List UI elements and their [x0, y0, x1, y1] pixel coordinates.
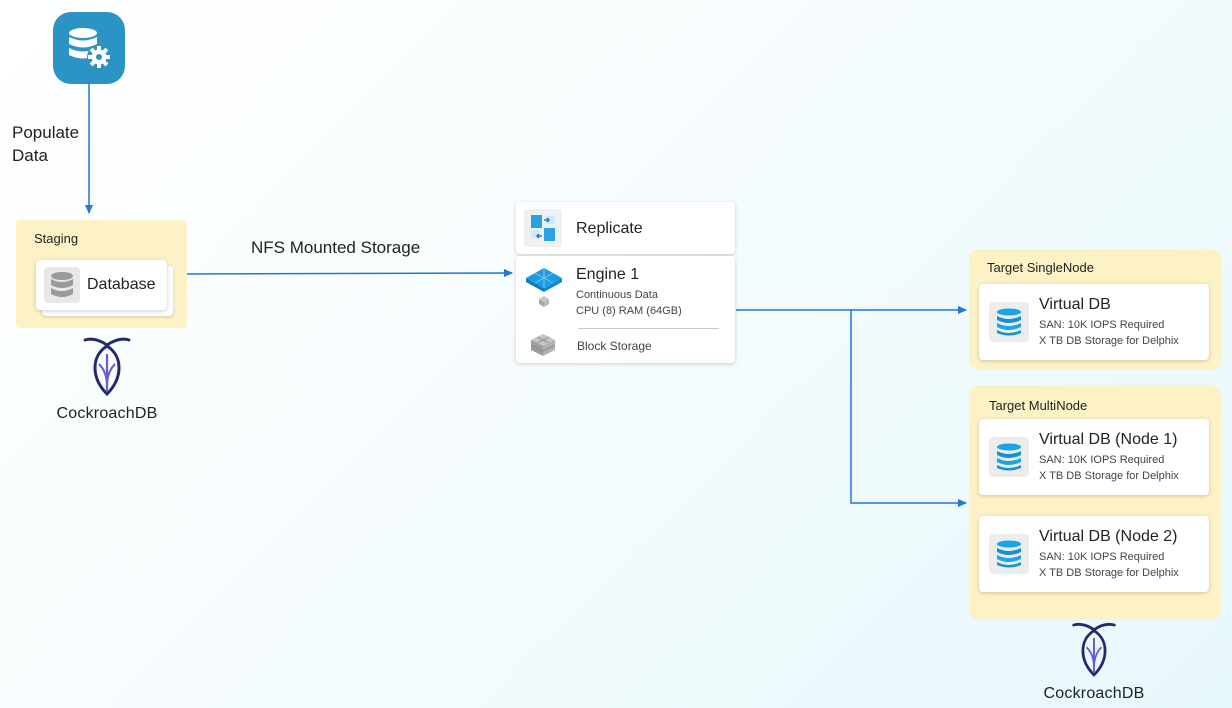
populate-label-line2: Data	[12, 146, 48, 165]
replicate-icon	[524, 209, 562, 247]
cockroachdb-name-right: CockroachDB	[1043, 685, 1145, 702]
virtual-db-icon	[989, 302, 1029, 342]
nfs-arrow	[186, 269, 513, 278]
database-label: Database	[87, 276, 156, 293]
engine-subtitle: Continuous Data	[576, 289, 658, 301]
cockroachdb-logo-left: CockroachDB	[52, 336, 162, 423]
block-storage-icon	[528, 332, 558, 363]
cockroachdb-name-left: CockroachDB	[56, 405, 158, 422]
virtual-db-node2-title: Virtual DB (Node 2)	[1039, 528, 1178, 545]
engine-cube-icon	[522, 266, 566, 315]
database-settings-icon	[53, 12, 125, 84]
database-icon	[44, 267, 80, 303]
target-multinode-group: Target MultiNode Virtual DB (Node 1) SAN…	[969, 385, 1221, 620]
engine-specs: CPU (8) RAM (64GB)	[576, 305, 682, 317]
replicate-label: Replicate	[576, 220, 643, 237]
database-card[interactable]: Database	[36, 260, 167, 310]
virtual-db-node2-card[interactable]: Virtual DB (Node 2) SAN: 10K IOPS Requir…	[979, 516, 1209, 592]
cockroach-icon	[83, 337, 131, 397]
engine-to-multi-arrow	[850, 310, 967, 507]
virtual-db-node1-card[interactable]: Virtual DB (Node 1) SAN: 10K IOPS Requir…	[979, 419, 1209, 495]
engine-title: Engine 1	[576, 266, 640, 283]
virtual-db-card[interactable]: Virtual DB SAN: 10K IOPS Required X TB D…	[979, 284, 1209, 360]
virtual-db-node1-storage: X TB DB Storage for Delphix	[1039, 470, 1179, 482]
virtual-db-storage: X TB DB Storage for Delphix	[1039, 335, 1179, 347]
virtual-db-node1-san: SAN: 10K IOPS Required	[1039, 454, 1165, 466]
staging-title: Staging	[34, 231, 79, 246]
virtual-db-icon	[989, 534, 1029, 574]
virtual-db-san: SAN: 10K IOPS Required	[1039, 319, 1165, 331]
virtual-db-icon	[989, 437, 1029, 477]
replicate-card[interactable]: Replicate	[516, 202, 735, 254]
target-singlenode-group: Target SingleNode Virtual DB SAN: 10K IO…	[969, 249, 1221, 370]
populate-label-line1: Populate	[12, 123, 80, 142]
virtual-db-node2-storage: X TB DB Storage for Delphix	[1039, 567, 1179, 579]
target-singlenode-title: Target SingleNode	[987, 260, 1094, 275]
virtual-db-node2-san: SAN: 10K IOPS Required	[1039, 551, 1165, 563]
target-multinode-title: Target MultiNode	[989, 398, 1088, 413]
block-storage-label: Block Storage	[577, 339, 652, 353]
nfs-label: NFS Mounted Storage	[251, 238, 421, 257]
cockroach-icon	[1072, 622, 1116, 677]
engine-card[interactable]: Engine 1 Continuous Data CPU (8) RAM (64…	[516, 256, 735, 363]
virtual-db-node1-title: Virtual DB (Node 1)	[1039, 431, 1178, 448]
populate-data-label: Populate Data	[12, 121, 79, 167]
engine-divider	[578, 328, 719, 329]
virtual-db-title: Virtual DB	[1039, 296, 1111, 313]
cockroachdb-logo-right: CockroachDB	[1039, 620, 1149, 703]
